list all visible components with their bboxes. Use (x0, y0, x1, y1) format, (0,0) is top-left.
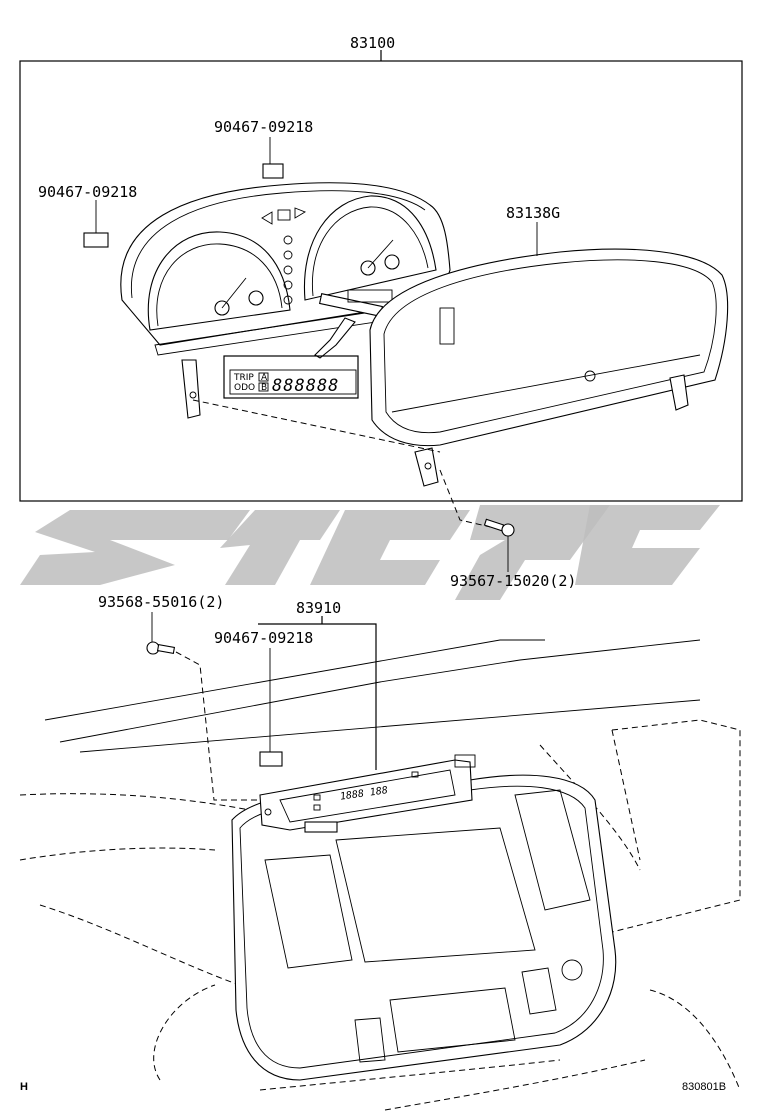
clip-top (262, 137, 284, 179)
trip-label: TRIP (233, 373, 254, 383)
odo-label: ODO (234, 383, 255, 393)
odometer-display-inset: TRIP ODO A B 888888 (223, 355, 359, 399)
clock-assembly-83910: 1888 188 (259, 754, 476, 833)
dashboard-outline (19, 639, 741, 1111)
clip-clock (259, 751, 283, 767)
screw-93567 (483, 518, 515, 572)
drawing-number: 830801B (682, 1081, 726, 1093)
clip-left (83, 200, 109, 248)
a-label: A (261, 373, 268, 383)
odometer-digits: 888888 (272, 376, 339, 396)
b-label: B (261, 383, 267, 393)
label-83100: 83100 (350, 34, 395, 52)
glass-cover-83138g (369, 248, 729, 487)
label-93567-15020: 93567-15020(2) (450, 572, 576, 590)
corner-mark: H (20, 1081, 28, 1093)
label-83910: 83910 (296, 599, 341, 617)
screw-93568 (146, 641, 176, 655)
label-90467-09218-left: 90467-09218 (38, 183, 137, 201)
label-93568-55016: 93568-55016(2) (98, 593, 224, 611)
label-90467-09218-top: 90467-09218 (214, 118, 313, 136)
label-83138g: 83138G (506, 204, 560, 222)
cluster-housing (120, 182, 456, 419)
watermark-logo (20, 505, 720, 600)
label-90467-09218-clock: 90467-09218 (214, 629, 313, 647)
